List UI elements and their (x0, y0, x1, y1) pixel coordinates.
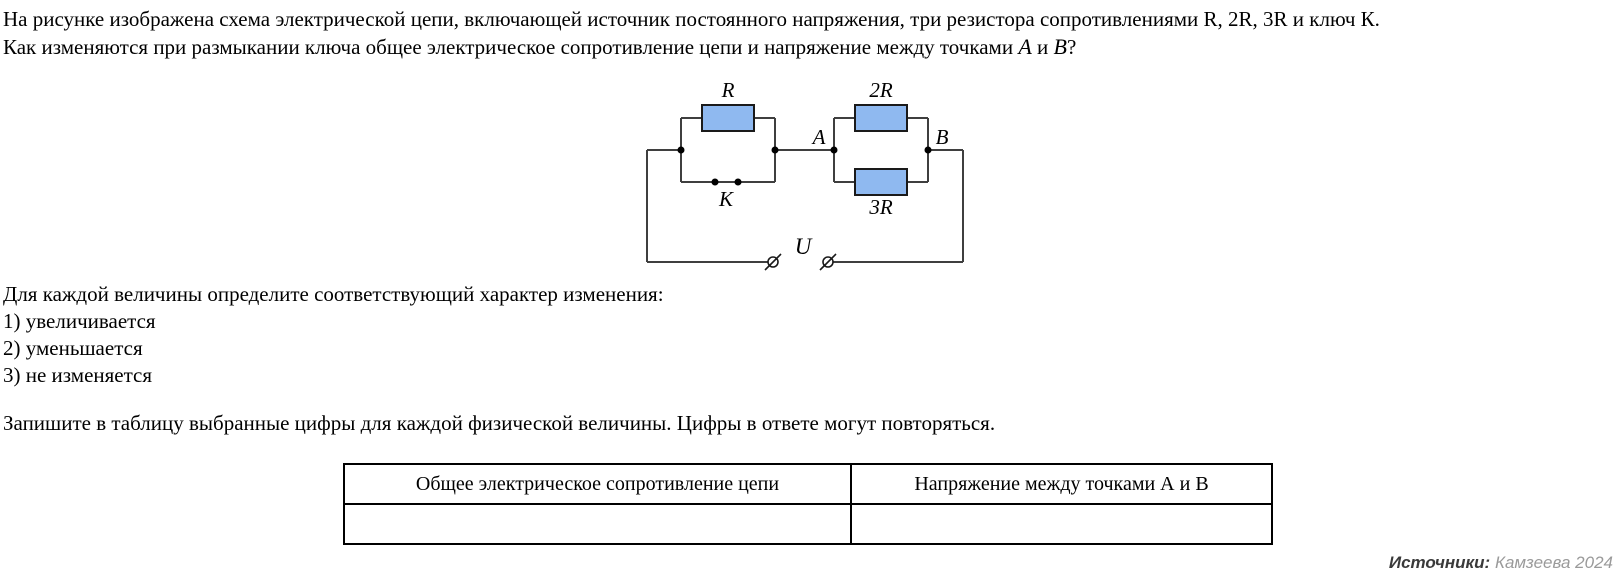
question-line-2-suffix: ? (1066, 35, 1077, 59)
resistor-3r (854, 168, 908, 196)
note-text: Запишите в таблицу выбранные цифры для к… (3, 411, 996, 435)
resistor-r-label: R (721, 78, 735, 102)
node-a-label: A (811, 125, 826, 149)
answer-table-value-row (343, 503, 1273, 545)
question-conjunction: и (1031, 35, 1054, 59)
resistor-2r-label: 2R (869, 78, 893, 102)
source-note: Источники: Камзеева 2024 (1389, 553, 1613, 573)
node-b-dot (924, 146, 932, 154)
answer-option-2: 2) уменьшается (3, 336, 143, 360)
question-line-2: Как изменяются при размыкании ключа обще… (3, 33, 1603, 61)
node-a-dot (830, 146, 838, 154)
source-value: Камзеева 2024 (1494, 553, 1613, 572)
answer-option-1: 1) увеличивается (3, 309, 156, 333)
col-header-resistance: Общее электрическое сопротивление цепи (343, 463, 852, 505)
instructions-intro: Для каждой величины определите соответст… (3, 282, 664, 306)
source-terminal-left (764, 253, 782, 271)
circuit-diagram: R 2R 3R K A B U (600, 75, 1000, 275)
source-u-label: U (795, 234, 813, 259)
node-b-label: B (936, 125, 949, 149)
resistor-3r-label: 3R (868, 195, 893, 219)
question-line-1: На рисунке изображена схема электрическо… (3, 7, 1380, 31)
answer-table-header-row: Общее электрическое сопротивление цепи Н… (343, 463, 1273, 505)
answer-cell-voltage[interactable] (850, 503, 1273, 545)
switch-contact-left (711, 178, 719, 186)
answer-table: Общее электрическое сопротивление цепи Н… (343, 463, 1273, 545)
switch-k-label: K (718, 187, 734, 211)
point-a-reference: A (1018, 34, 1032, 59)
node-dot-left (677, 146, 685, 154)
resistor-2r (854, 104, 908, 132)
question-text: На рисунке изображена схема электрическо… (3, 5, 1603, 61)
resistor-r (701, 104, 755, 132)
col-header-voltage: Напряжение между точками А и В (850, 463, 1273, 505)
switch-contact-right (734, 178, 742, 186)
source-terminal-right (819, 253, 837, 271)
switch-k (711, 178, 742, 186)
node-dot-left-right (771, 146, 779, 154)
source-label: Источники: (1388, 553, 1491, 572)
instructions-block: Для каждой величины определите соответст… (3, 281, 1203, 389)
circuit-diagram-svg: R 2R 3R K A B U (646, 78, 964, 271)
answer-option-3: 3) не изменяется (3, 363, 153, 387)
question-line-2-prefix: Как изменяются при размыкании ключа обще… (3, 35, 1019, 59)
point-b-reference: B (1053, 34, 1067, 59)
answer-cell-resistance[interactable] (343, 503, 852, 545)
